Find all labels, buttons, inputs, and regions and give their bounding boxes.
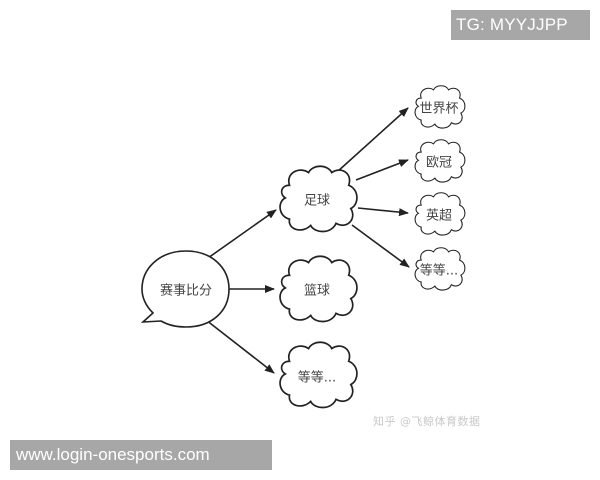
node-etc1-label: 等等... [297, 370, 337, 386]
edge-root-etc [205, 319, 275, 374]
node-basketball-label: 篮球 [303, 283, 331, 299]
node-worldcup-label: 世界杯 [419, 101, 459, 117]
node-root-label: 赛事比分 [159, 283, 213, 299]
root-node-speech-bubble [140, 250, 230, 328]
node-epl-label: 英超 [425, 208, 453, 224]
edges [205, 107, 410, 374]
tg-contact-badge: TG: MYYJJPP [451, 10, 590, 40]
edge-football-etc [351, 224, 410, 268]
node-football-label: 足球 [303, 193, 331, 209]
website-url-badge: www.login-onesports.com [10, 440, 272, 470]
edge-football-epl [357, 207, 409, 217]
edge-root-football [207, 209, 277, 259]
node-etc2-label: 等等... [419, 263, 459, 279]
edge-football-worldcup [336, 107, 409, 173]
node-euro-label: 欧冠 [425, 155, 453, 171]
zhihu-watermark: 知乎 @飞鲸体育数据 [373, 415, 481, 428]
edge-football-euro [355, 159, 409, 181]
